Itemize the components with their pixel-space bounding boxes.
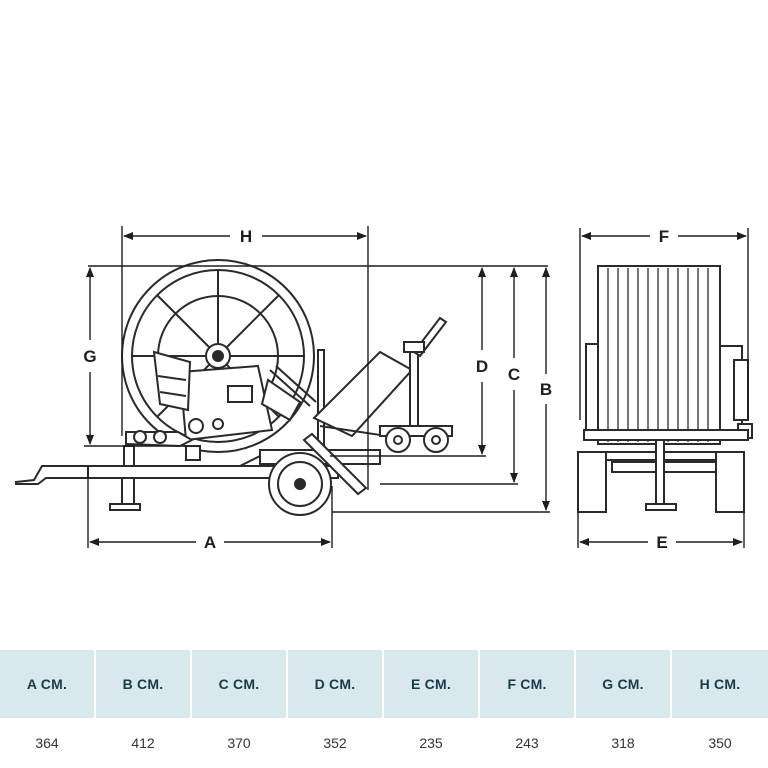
dim-label-h: H [240, 227, 252, 246]
dimension-lines [84, 226, 749, 548]
dim-label-d: D [476, 357, 488, 376]
table-value-b: 412 [131, 735, 155, 751]
table-value-row: 364 412 370 352 235 243 318 350 [0, 718, 768, 768]
table-header-d: D CM. [288, 650, 382, 718]
table-header-h: H CM. [672, 650, 768, 718]
dim-label-a: A [204, 533, 216, 552]
table-value-c: 370 [227, 735, 251, 751]
table-value-a: 364 [35, 735, 59, 751]
dim-label-c: C [508, 365, 520, 384]
table-header-c: C CM. [192, 650, 286, 718]
table-value-g: 318 [611, 735, 635, 751]
dim-label-g: G [83, 347, 96, 366]
dim-label-b: B [540, 380, 552, 399]
table-value-f: 243 [515, 735, 539, 751]
dim-label-e: E [656, 533, 667, 552]
table-value-d: 352 [323, 735, 347, 751]
table-header-e: E CM. [384, 650, 478, 718]
table-header-b: B CM. [96, 650, 190, 718]
side-view [15, 259, 453, 516]
dimensions-table: A CM. B CM. C CM. D CM. E CM. F CM. G CM… [0, 650, 768, 768]
dim-label-f: F [659, 227, 669, 246]
table-value-e: 235 [419, 735, 443, 751]
table-header-row: A CM. B CM. C CM. D CM. E CM. F CM. G CM… [0, 650, 768, 718]
front-view [577, 265, 753, 513]
table-value-h: 350 [708, 735, 732, 751]
table-header-f: F CM. [480, 650, 574, 718]
table-header-g: G CM. [576, 650, 670, 718]
table-header-a: A CM. [0, 650, 94, 718]
hose-reel-technical-drawing: H G D C B A F E [15, 226, 753, 552]
